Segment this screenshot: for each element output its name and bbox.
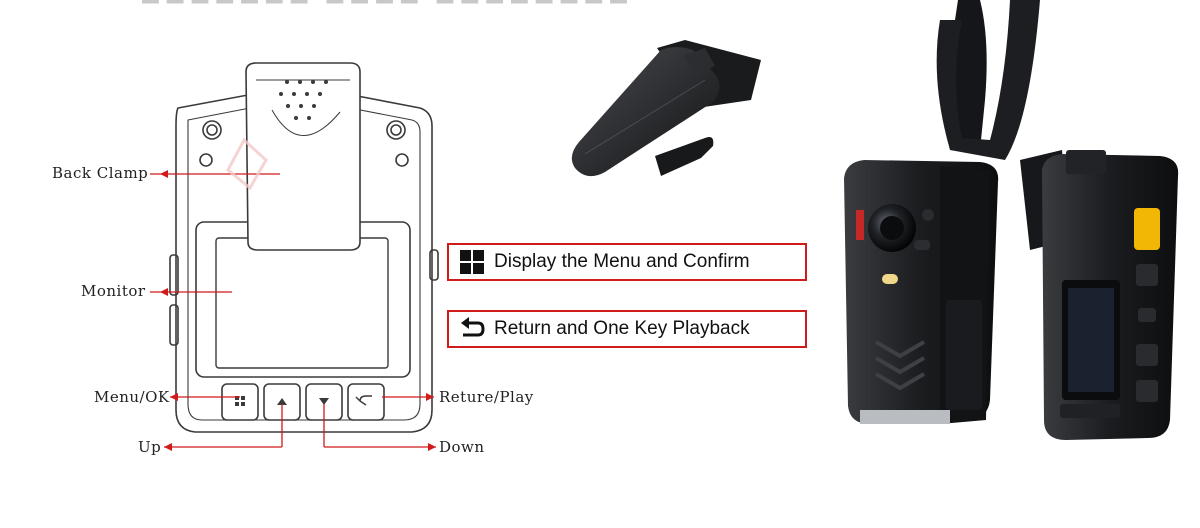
belt-clip-photo [571,40,761,177]
cropped-heading-decoration: ▬▬▬▬▬▬▬ ▬▬▬▬ ▬▬▬▬▬▬▬▬ [140,0,800,8]
body-camera-photo [844,0,1179,440]
return-play-label: Reture/Play [439,388,534,406]
up-label: Up [138,438,162,456]
feature-box-menu-confirm: Display the Menu and Confirm [447,243,807,281]
back-clamp-label: Back Clamp [52,164,149,182]
feature-return-playback-label: Return and One Key Playback [494,318,750,339]
camera-line-drawing [150,62,439,451]
menu-ok-label: Menu/OK [94,388,170,406]
down-label: Down [439,438,485,456]
feature-menu-confirm-label: Display the Menu and Confirm [494,251,750,272]
feature-box-return-playback: Return and One Key Playback [447,310,807,348]
monitor-label: Monitor [81,282,146,300]
grid-menu-icon [460,250,484,274]
return-arrow-icon [461,317,485,337]
